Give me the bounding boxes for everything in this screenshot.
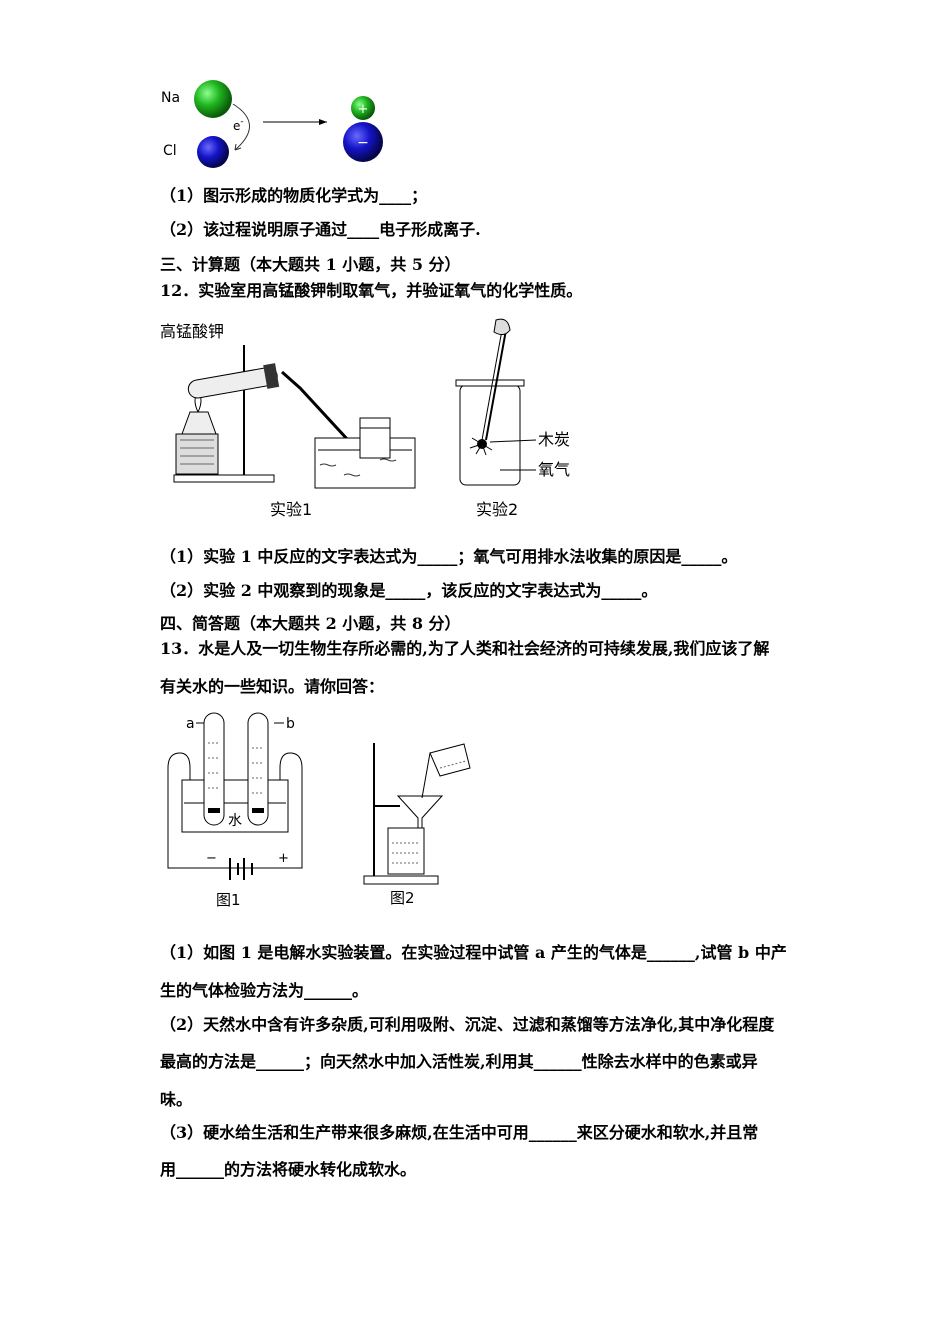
svg-text:−: −	[206, 851, 217, 866]
q11-part1: （1）图示形成的物质化学式为____；	[160, 186, 428, 205]
q13-part2-line1: （2）天然水中含有许多杂质,可利用吸附、沉淀、过滤和蒸馏等方法净化,其中净化程度	[160, 1015, 775, 1034]
tube-a-label: a	[186, 716, 195, 732]
q13-stem-line2: 有关水的一些知识。请你回答：	[160, 677, 385, 696]
electron-transfer-arrow	[232, 103, 250, 151]
tube-a	[203, 712, 225, 826]
chloride-ion	[343, 122, 383, 162]
q13-part2-line3: 味。	[160, 1090, 193, 1109]
q13-part1-line1: （1）如图 1 是电解水实验装置。在实验过程中试管 a 产生的气体是______…	[160, 943, 787, 962]
caption-exp1: 实验1	[270, 500, 312, 519]
q13-stem-line1: 13．水是人及一切生物生存所必需的,为了人类和社会经济的可持续发展,我们应该了解	[160, 639, 770, 658]
q13-part1-line2: 生的气体检验方法为______。	[160, 981, 369, 1000]
svg-text:+: +	[278, 851, 289, 866]
q12-part2: （2）实验 2 中观察到的现象是_____，该反应的文字表达式为_____。	[160, 581, 658, 600]
chlorine-atom	[197, 136, 229, 168]
q13-part2-line2: 最高的方法是______；向天然水中加入活性炭,利用其______性除去水样中的…	[160, 1052, 758, 1071]
q13-part3-line2: 用______的方法将硬水转化成软水。	[160, 1160, 417, 1179]
water-label: 水	[228, 813, 242, 829]
caption-exp2: 实验2	[476, 500, 518, 519]
stand-base	[173, 474, 275, 483]
fig1-caption: 图1	[216, 891, 241, 909]
cl-label: Cl	[163, 143, 177, 159]
oxygen-experiment-figure: 高锰酸钾 实验1 木炭 氧气 实验2	[160, 318, 570, 519]
ion-formation-figure: Na Cl e- + −	[161, 80, 383, 168]
circuit-wire	[167, 752, 303, 869]
q12-stem: 12．实验室用高锰酸钾制取氧气，并验证氧气的化学性质。	[160, 281, 583, 300]
section-4-heading: 四、简答题（本大题共 2 小题，共 8 分）	[160, 614, 461, 633]
pouring-beaker	[429, 743, 471, 777]
sodium-atom	[194, 80, 232, 118]
gas-jar	[359, 417, 391, 459]
na-label: Na	[161, 90, 180, 106]
electron-label: e-	[233, 117, 244, 133]
electrolysis-beaker	[181, 779, 289, 833]
alcohol-lamp	[181, 411, 217, 435]
tube-b	[247, 712, 269, 826]
sodium-ion	[351, 96, 375, 120]
tube-b-label: b	[286, 716, 295, 732]
q13-part3-line1: （3）硬水给生活和生产带来很多麻烦,在生活中可用______来区分硬水和软水,并…	[160, 1123, 759, 1142]
charcoal-label: 木炭	[538, 430, 570, 449]
q12-part1: （1）实验 1 中反应的文字表达式为_____；氧气可用排水法收集的原因是___…	[160, 547, 738, 566]
svg-text:+: +	[358, 102, 369, 117]
collecting-beaker	[387, 827, 425, 875]
oxygen-label: 氧气	[538, 460, 570, 479]
q11-part2: （2）该过程说明原子通过____电子形成离子.	[160, 220, 481, 239]
fig2-caption: 图2	[390, 889, 415, 907]
section-3-heading: 三、计算题（本大题共 1 小题，共 5 分）	[160, 255, 461, 274]
water-experiments-figure: a b 水 − + 图1 图2	[167, 712, 471, 909]
svg-text:−: −	[357, 135, 369, 151]
tongs	[485, 329, 507, 441]
kmno4-label: 高锰酸钾	[160, 322, 224, 341]
filter-stand-base	[363, 875, 439, 885]
